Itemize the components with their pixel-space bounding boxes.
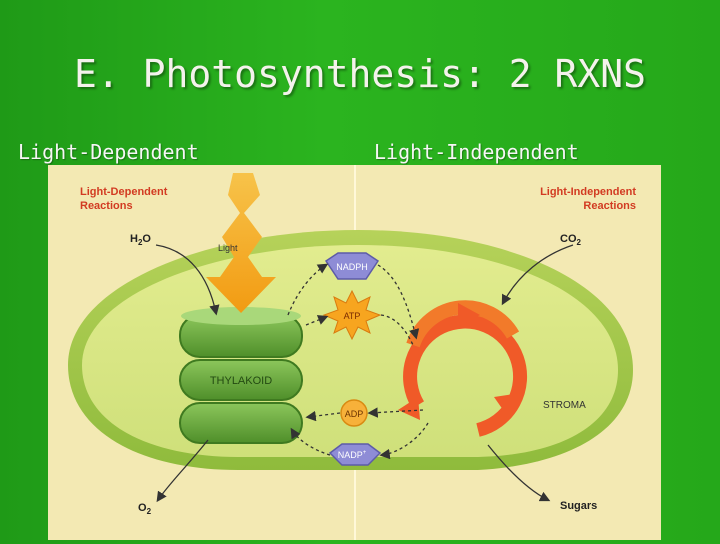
diagram-svg: THYLAKOID Light STROMA NADPH ATP ADP NAD… (68, 165, 636, 540)
thylakoid-label: THYLAKOID (210, 375, 272, 387)
oxygen-output-label: O2 (138, 502, 152, 516)
nadp-label: NADP+ (338, 450, 367, 460)
light-arrow (206, 173, 276, 313)
right-diagram-title-line1: Light-Independent (540, 186, 636, 198)
stroma-label: STROMA (543, 400, 586, 411)
calvin-cycle (398, 300, 528, 437)
left-diagram-title-line2: Reactions (80, 200, 133, 212)
light-dependent-heading: Light-Dependent (18, 140, 199, 164)
nadph-badge (324, 252, 380, 280)
left-diagram-title-line1: Light-Dependent (80, 186, 168, 198)
adp-badge (340, 399, 368, 427)
right-diagram-title-line2: Reactions (583, 200, 636, 212)
light-independent-heading: Light-Independent (374, 140, 579, 164)
water-input-label: H2O (130, 233, 151, 247)
sugars-output-label: Sugars (560, 500, 597, 512)
slide-title: E. Photosynthesis: 2 RXNS (74, 52, 646, 96)
nadph-label: NADPH (336, 262, 368, 272)
atp-star (322, 289, 382, 341)
chloroplast-diagram: THYLAKOID Light STROMA NADPH ATP ADP NAD… (48, 165, 661, 540)
atp-label: ATP (344, 311, 361, 321)
light-label: Light (218, 243, 238, 253)
adp-label: ADP (345, 409, 364, 419)
co2-input-label: CO2 (560, 233, 582, 247)
